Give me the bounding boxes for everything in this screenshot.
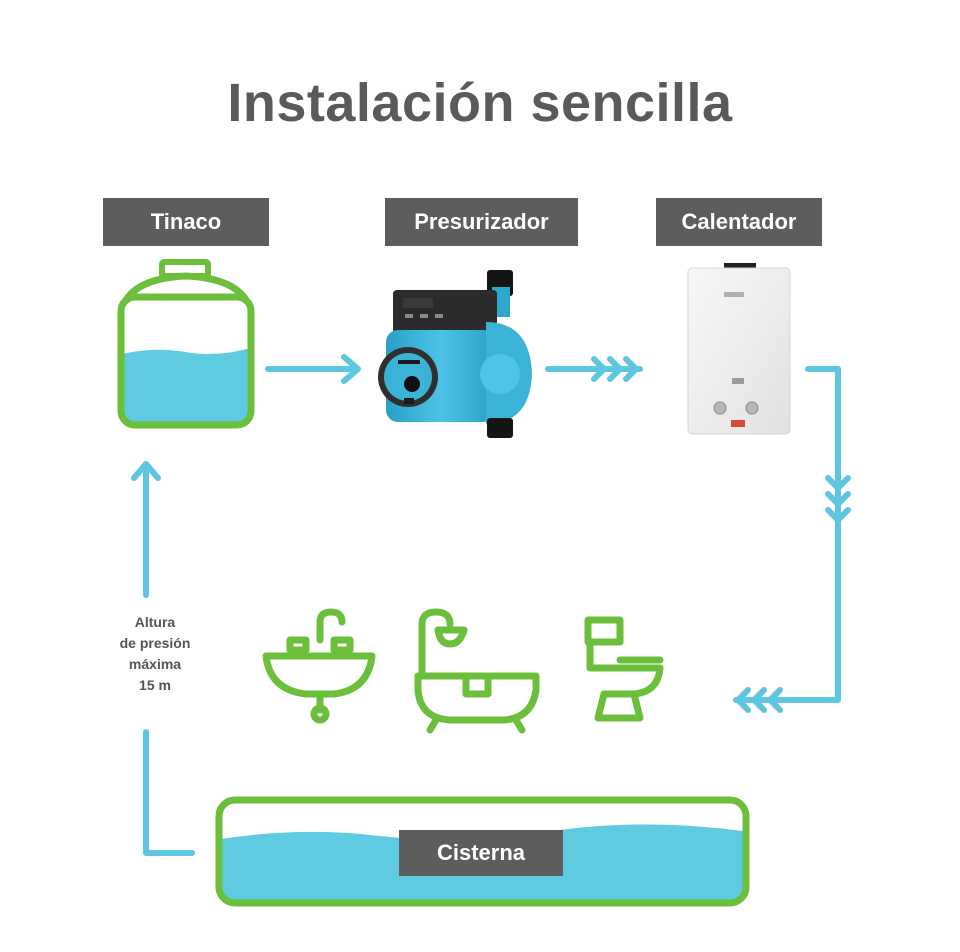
pressure-height-note: Altura de presión máxima 15 m bbox=[95, 612, 215, 696]
arrow-tank-to-pump bbox=[268, 357, 358, 381]
label-cisterna: Cisterna bbox=[399, 830, 563, 876]
tank-icon bbox=[115, 262, 257, 430]
pump-image bbox=[378, 270, 532, 438]
pressure-note-line3: máxima bbox=[95, 654, 215, 675]
pressure-note-line1: Altura bbox=[95, 612, 215, 633]
sink-icon bbox=[266, 612, 372, 720]
toilet-icon bbox=[588, 620, 660, 718]
arrow-pump-to-heater bbox=[548, 359, 640, 379]
label-cisterna-text: Cisterna bbox=[437, 840, 525, 866]
water-heater-image bbox=[688, 263, 790, 434]
pressure-note-line2: de presión bbox=[95, 633, 215, 654]
bathtub-icon bbox=[418, 612, 536, 730]
pressure-note-line4: 15 m bbox=[95, 675, 215, 696]
